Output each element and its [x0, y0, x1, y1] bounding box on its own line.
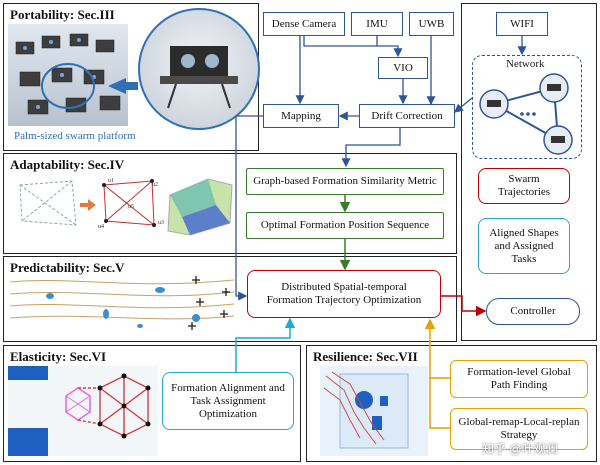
- distributed-optimization-box: Distributed Spatial-temporal Formation T…: [247, 270, 441, 318]
- vio-box: VIO: [378, 57, 428, 79]
- elasticity-figure: [8, 366, 158, 456]
- drift-correction-box: Drift Correction: [359, 104, 455, 128]
- global-path-box: Formation-level Global Path Finding: [450, 360, 588, 398]
- optimal-sequence-box: Optimal Formation Position Sequence: [246, 212, 444, 239]
- mapping-box: Mapping: [263, 104, 339, 128]
- network-drones: [474, 70, 580, 158]
- graph-metric-box: Graph-based Formation Similarity Metric: [246, 168, 444, 195]
- elasticity-title: Elasticity: Sec.VI: [10, 349, 107, 364]
- trajectory-plot-figure: [10, 274, 234, 338]
- resilience-map-figure: [320, 366, 428, 456]
- resilience-title: Resilience: Sec.VII: [313, 349, 418, 364]
- uwb-box: UWB: [409, 12, 454, 36]
- swarm-trajectories-box: Swarm Trajectories: [478, 168, 570, 204]
- portability-title: Portability: Sec.III: [10, 7, 115, 22]
- watermark: 知乎 @叶观澜: [482, 442, 558, 456]
- network-dashed-region: [472, 55, 582, 159]
- drone-closeup-photo: [138, 8, 260, 130]
- graph-label-u1: u1: [108, 178, 114, 184]
- graph-label-u2: u2: [152, 182, 158, 188]
- predictability-title: Predictability: Sec.V: [10, 260, 125, 275]
- swarm-platform-photo: [8, 24, 128, 126]
- network-label: Network: [506, 58, 545, 70]
- wifi-box: WIFI: [496, 12, 548, 36]
- adaptability-title: Adaptability: Sec.IV: [10, 157, 125, 172]
- controller-box: Controller: [486, 298, 580, 325]
- graph-label-u4: u4: [98, 224, 104, 230]
- graph-label-u5: u5: [128, 204, 134, 210]
- waypoint-markers-figure: [180, 274, 242, 334]
- dense-camera-box: Dense Camera: [263, 12, 345, 36]
- remap-replan-box: Global-remap-Local-replan Strategy: [450, 408, 588, 450]
- alignment-optimization-box: Formation Alignment and Task Assignment …: [162, 372, 294, 430]
- graph-label-u3: u3: [158, 220, 164, 226]
- aligned-shapes-box: Aligned Shapes and Assigned Tasks: [478, 218, 570, 274]
- formation-graphs-figure: [12, 175, 236, 249]
- imu-box: IMU: [351, 12, 403, 36]
- swarm-platform-caption: Palm-sized swarm platform: [14, 130, 136, 142]
